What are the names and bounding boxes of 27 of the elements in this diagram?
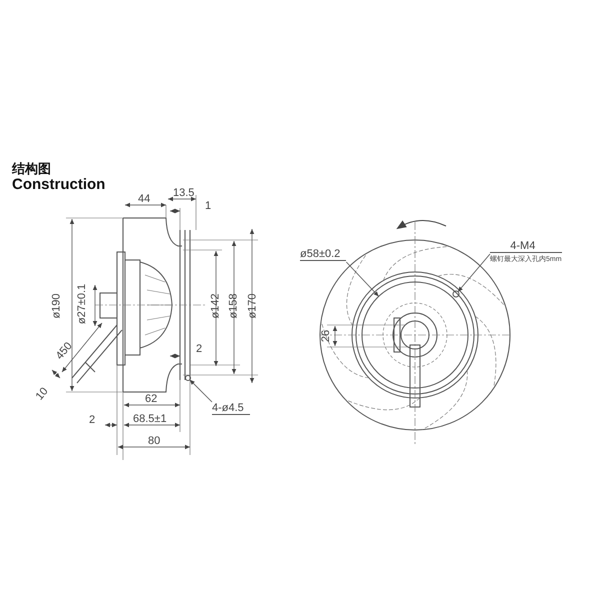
mounting-hole xyxy=(185,375,191,381)
dimension-label: ø142 xyxy=(210,293,222,319)
mounting-hole xyxy=(452,290,460,298)
leader-line xyxy=(189,379,212,402)
dimension-label: 62 xyxy=(145,393,158,405)
dimension-label: ø158 xyxy=(228,293,240,319)
leader-line xyxy=(346,262,380,297)
dimension-label: 26 xyxy=(320,330,332,342)
dimension-label: 10 xyxy=(34,385,51,403)
dimension-label: ø27±0.1 xyxy=(76,284,88,324)
heading: 结构图 xyxy=(12,160,51,177)
dimension-label: 1 xyxy=(205,200,212,212)
dimension-label: 68.5±1 xyxy=(133,413,167,425)
callout-label: ø58±0.2 xyxy=(300,248,346,261)
hub-circle xyxy=(362,282,468,388)
callout-label: 4-ø4.5 xyxy=(212,402,250,415)
dimension-label: 13.5 xyxy=(173,187,194,199)
dimension-label: 80 xyxy=(148,435,160,447)
heading: Construction xyxy=(12,176,106,193)
dimension-label: 2 xyxy=(89,414,96,426)
dimension-label: ø190 xyxy=(50,293,63,319)
leader-line xyxy=(458,254,490,292)
dimension-label: 2 xyxy=(196,343,202,355)
dimension-label: 44 xyxy=(138,193,150,205)
dimension-label: 450 xyxy=(54,340,75,362)
dimension-label: ø170 xyxy=(246,293,259,319)
callout-label: 4-M4 xyxy=(490,240,562,253)
